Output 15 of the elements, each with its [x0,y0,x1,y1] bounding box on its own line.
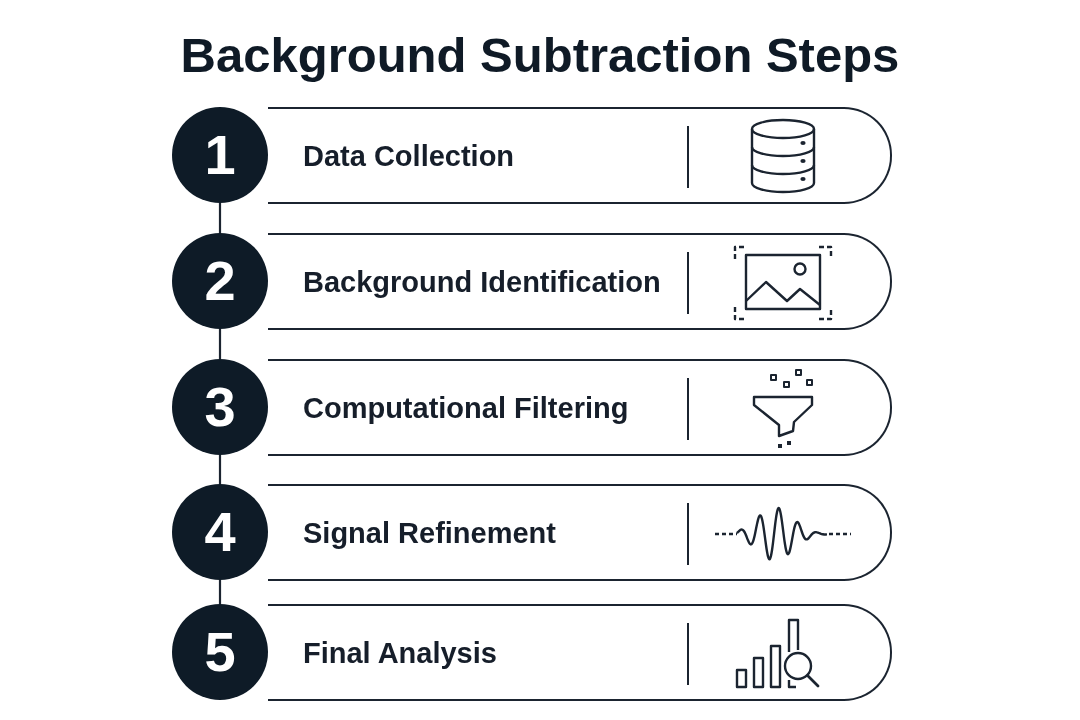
step-number: 4 [204,504,236,560]
step-label: Background Identification [303,265,661,298]
title: Background Subtraction Steps [179,27,901,84]
step-number: 2 [204,253,236,309]
step-label: Signal Refinement [303,516,556,549]
step-label: Final Analysis [303,636,497,669]
step-number: 5 [204,624,236,680]
step-label: Computational Filtering [303,391,629,424]
step-number: 1 [204,127,236,183]
step-label: Data Collection [303,139,515,172]
connector-line [218,329,222,359]
step-number: 3 [204,379,236,435]
connector-line [218,455,222,484]
connector-line [218,580,222,604]
connector-line [218,203,222,233]
